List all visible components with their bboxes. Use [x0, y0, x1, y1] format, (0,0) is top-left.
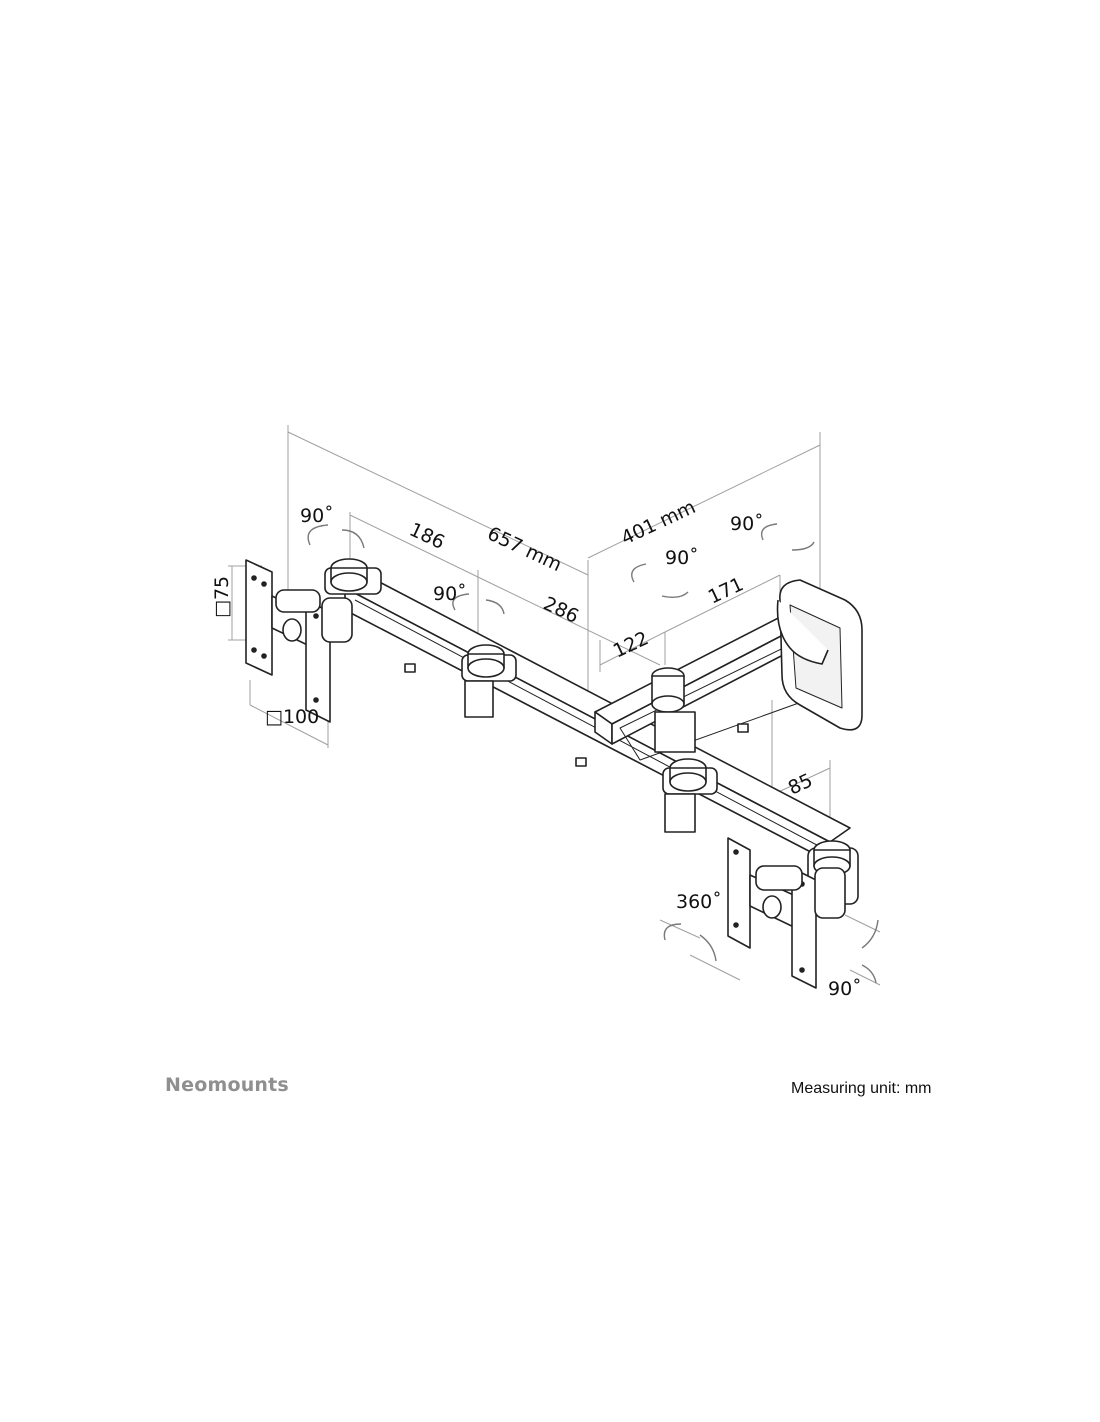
dimension-vesa-75: □75 — [211, 576, 233, 618]
rotate-arrow-icon — [341, 529, 365, 549]
rotate-arrow-icon — [699, 934, 717, 962]
rotate-arrow-icon — [791, 541, 815, 551]
dimension-122: 122 — [610, 627, 652, 662]
rotation-label-top-right: 90˚ — [730, 513, 764, 535]
rotation-label-center-right: 90˚ — [665, 547, 699, 569]
dimension-657: 657 mm — [484, 523, 565, 576]
rotate-arrow-icon — [485, 599, 505, 615]
dimension-vesa-100: □100 — [265, 706, 319, 728]
vesa-plate-left — [245, 559, 273, 676]
monitor-bracket-right — [791, 867, 817, 989]
rotate-arrow-icon — [307, 524, 329, 546]
dimension-171: 171 — [705, 573, 747, 608]
monitor-arm — [245, 558, 863, 989]
rotate-arrow-icon — [452, 593, 470, 611]
rotation-label-bottom-right: 90˚ — [828, 978, 862, 1000]
brand-logo: Neomounts — [165, 1074, 289, 1096]
rotation-label-center: 90˚ — [433, 583, 467, 605]
rotation-label-360: 360˚ — [676, 891, 722, 913]
dimension-401: 401 mm — [618, 496, 699, 549]
rotate-arrow-icon — [631, 563, 647, 583]
dimension-186: 186 — [406, 519, 448, 554]
rotate-arrow-icon — [861, 964, 877, 984]
wall-arm-top — [594, 611, 809, 725]
crossbar-top — [344, 575, 851, 843]
rotate-arrow-icon — [663, 923, 682, 941]
dimension-85: 85 — [785, 769, 816, 799]
rotate-arrow-icon — [661, 591, 689, 599]
rotation-arrows — [307, 523, 879, 984]
rotation-label-top-left: 90˚ — [300, 505, 334, 527]
dimension-286: 286 — [540, 593, 582, 628]
dimension-labels: 90˚ 186 657 mm 401 mm 90˚ 90˚ 90˚ 171 28… — [211, 496, 862, 1000]
rotate-arrow-icon — [760, 523, 778, 541]
measuring-unit-note: Measuring unit: mm — [791, 1080, 932, 1097]
rotate-arrow-icon — [861, 919, 879, 949]
vesa-plate-right — [727, 837, 751, 949]
